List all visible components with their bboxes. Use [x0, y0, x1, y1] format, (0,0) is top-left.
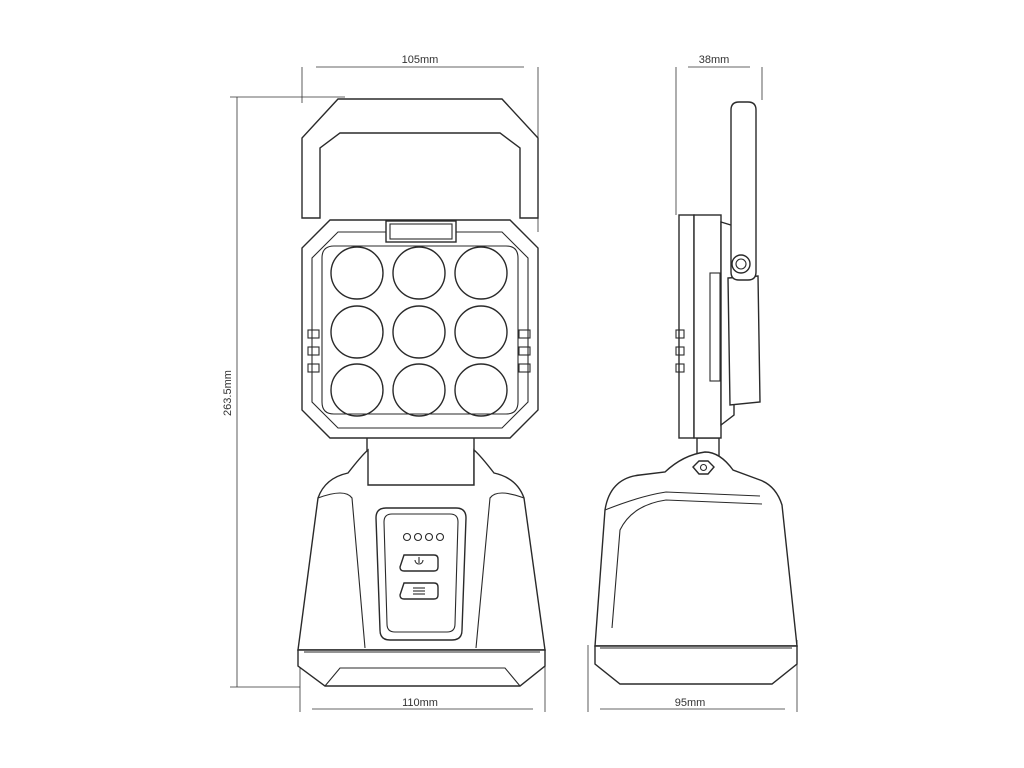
led-lens: [454, 305, 508, 359]
led-lens: [454, 246, 508, 300]
dim-label-105mm: 105mm: [402, 54, 439, 66]
front-view: [297, 98, 546, 687]
front-base: [297, 448, 546, 687]
dimension-38mm: 38mm: [675, 54, 763, 215]
led-lens: [330, 305, 384, 359]
side-vents-left: [307, 329, 320, 373]
led-lens: [454, 363, 508, 417]
side-base: [594, 451, 798, 685]
mode-icon: [413, 587, 425, 595]
pivot-nut-icon: [692, 460, 715, 475]
mode-button[interactable]: [399, 582, 439, 600]
front-handle: [301, 98, 539, 219]
led-array: [330, 246, 508, 417]
control-panel: [375, 507, 467, 641]
side-handle: [730, 101, 757, 281]
battery-indicator-led-2: [413, 532, 423, 542]
side-lamp-head: [675, 214, 761, 439]
led-lens: [330, 363, 384, 417]
battery-indicator-led-1: [402, 532, 412, 542]
led-lens: [392, 305, 446, 359]
power-icon: [414, 557, 424, 565]
side-view: [594, 101, 798, 685]
battery-indicator-led-3: [424, 532, 434, 542]
dim-label-263mm: 263.5mm: [222, 370, 234, 416]
side-vents-right: [518, 329, 531, 373]
dim-label-38mm: 38mm: [699, 54, 730, 66]
dim-label-110mm: 110mm: [402, 697, 438, 709]
side-vents: [675, 329, 685, 373]
power-button[interactable]: [399, 554, 439, 572]
front-neck: [366, 435, 475, 487]
dimension-263mm: 263.5mm: [222, 96, 345, 688]
dim-label-95mm: 95mm: [675, 697, 706, 709]
front-lamp-head: [301, 219, 539, 439]
dimension-105mm: 105mm: [301, 54, 539, 232]
led-lens: [330, 246, 384, 300]
lamp-top-tab: [385, 220, 457, 243]
led-lens: [392, 363, 446, 417]
handle-pivot-icon: [731, 254, 751, 274]
battery-indicator-led-4: [435, 532, 445, 542]
led-lens: [392, 246, 446, 300]
